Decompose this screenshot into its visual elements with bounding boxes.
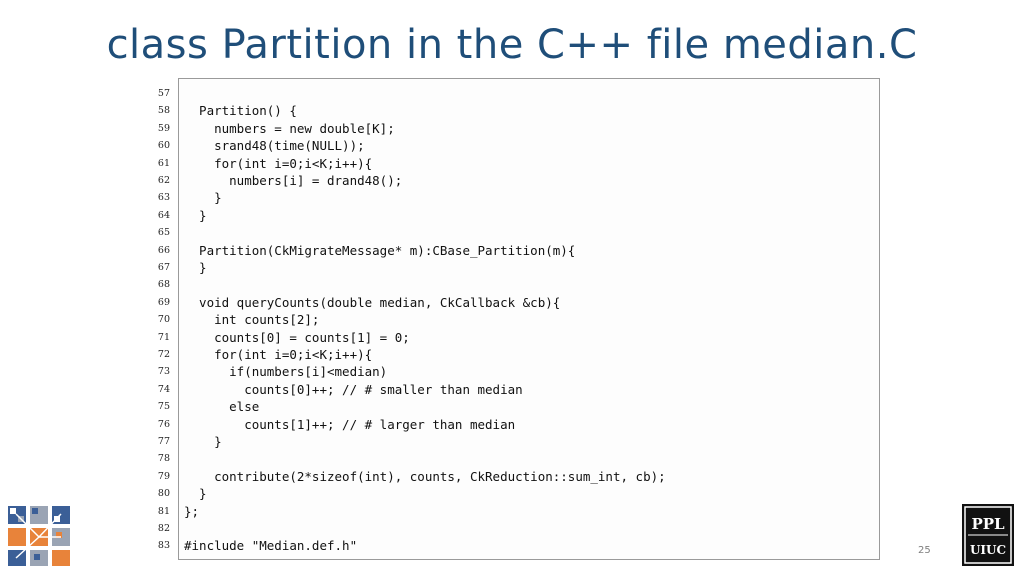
code-line: } <box>184 207 207 223</box>
line-number: 65 <box>157 227 170 239</box>
code-line: } <box>184 434 222 449</box>
code-box: Partition() { numbers = new double[K]; s… <box>178 78 880 560</box>
code-line: Partition() { <box>184 103 297 119</box>
code-line: counts[1]++; // # larger than median <box>184 416 516 432</box>
line-number: 79 <box>157 470 170 482</box>
line-number: 70 <box>157 314 170 326</box>
line-number: 78 <box>157 453 170 465</box>
code-line: }; <box>184 503 200 519</box>
line-number: 74 <box>157 383 170 395</box>
line-number: 83 <box>157 540 170 552</box>
line-number: 73 <box>157 366 170 378</box>
line-number: 76 <box>157 418 170 430</box>
code-line: if(numbers[i]<median) <box>184 364 388 380</box>
code-line: #include "Median.def.h" <box>184 538 358 554</box>
line-number: 59 <box>157 122 170 134</box>
line-number: 63 <box>157 192 170 204</box>
line-number: 68 <box>157 279 170 291</box>
line-number: 64 <box>157 209 170 221</box>
line-number: 58 <box>157 105 170 117</box>
line-number: 61 <box>157 157 170 169</box>
code-line: counts[0] = counts[1] = 0; <box>184 329 410 345</box>
line-number: 80 <box>157 488 170 500</box>
line-number: 75 <box>157 401 170 413</box>
line-number: 72 <box>157 349 170 360</box>
code-listing: 57 58 59 60 61 62 63 64 65 66 67 68 69 70 71 72 73 74 75 76… <box>138 78 882 562</box>
line-number: 71 <box>157 331 170 343</box>
code-line: Partition(CkMigrateMessage* m):CBase_Par… <box>184 242 576 258</box>
line-number: 66 <box>157 244 170 256</box>
line-number: 62 <box>157 175 170 186</box>
code-line: for(int i=0;i<K;i++){ <box>184 155 373 171</box>
code-line: void queryCounts(double median, CkCallba… <box>184 294 561 310</box>
code-line: } <box>184 486 207 502</box>
logo-text-top: PPL <box>971 515 1005 533</box>
code-line: } <box>184 190 222 206</box>
code-line: } <box>184 260 207 275</box>
grid-network-icon <box>8 506 70 566</box>
line-number: 67 <box>157 262 170 273</box>
line-number: 69 <box>157 296 170 308</box>
line-number: 82 <box>157 523 170 534</box>
code-line: else <box>184 399 260 415</box>
code-line: numbers = new double[K]; <box>184 120 395 136</box>
logo-text-bottom: UIUC <box>970 543 1006 557</box>
line-number: 77 <box>157 436 170 447</box>
ppl-uiuc-logo: PPL UIUC <box>962 504 1014 566</box>
code-line: numbers[i] = drand48(); <box>184 173 403 188</box>
line-number: 81 <box>157 505 170 517</box>
slide-title: class Partition in the C++ file median.C <box>106 22 918 68</box>
code-line: for(int i=0;i<K;i++){ <box>184 347 373 362</box>
line-number: 60 <box>157 140 170 152</box>
code-line: int counts[2]; <box>184 312 320 328</box>
code-line: contribute(2*sizeof(int), counts, CkRedu… <box>184 468 666 484</box>
code-line: srand48(time(NULL)); <box>184 138 365 154</box>
code-line: counts[0]++; // # smaller than median <box>184 381 523 397</box>
line-number: 57 <box>157 88 170 99</box>
page-number: 25 <box>918 545 931 556</box>
